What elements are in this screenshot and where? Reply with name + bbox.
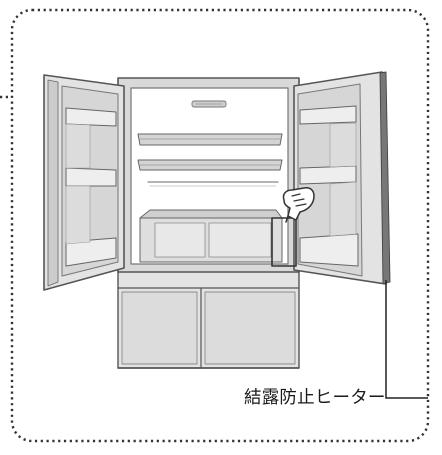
anti-condensation-heater-strip <box>379 71 391 285</box>
callout-leader-line <box>385 280 428 399</box>
partition-highlight <box>271 217 297 267</box>
right-door <box>293 71 391 285</box>
refrigerator <box>43 71 391 369</box>
left-door <box>43 74 125 291</box>
interior-shelves <box>137 133 283 187</box>
callout-label-anti-condensation-heater: 結露防止ヒーター <box>244 388 386 408</box>
pointing-hand-icon <box>282 187 315 223</box>
crisper-drawer <box>139 209 283 263</box>
